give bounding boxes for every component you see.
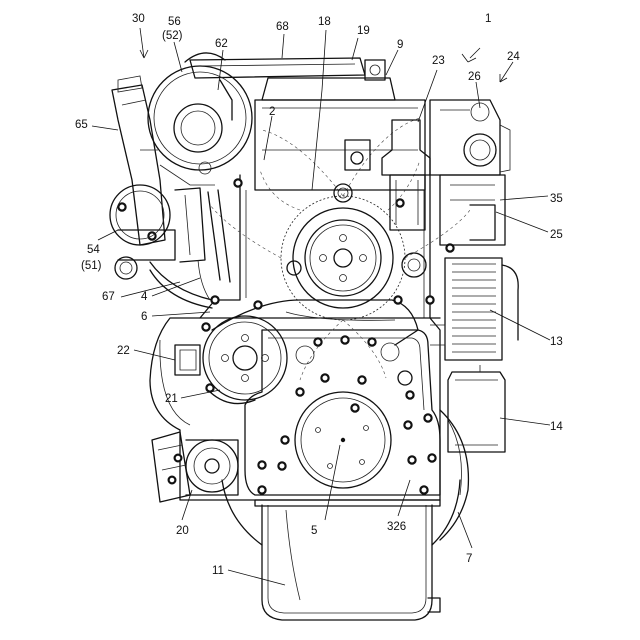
label-13: 13 [550, 336, 563, 348]
egr-valve [430, 100, 510, 175]
egr-cooler [110, 185, 205, 279]
filter-bracket [440, 175, 505, 245]
label-18: 18 [318, 16, 331, 28]
label-62: 62 [215, 38, 228, 50]
label-65: 65 [75, 119, 88, 131]
label-56: 56 [168, 16, 181, 28]
label-35: 35 [550, 193, 563, 205]
label-21: 21 [165, 393, 178, 405]
crank-pulley [295, 392, 391, 488]
label-52: (52) [162, 30, 183, 42]
label-22: 22 [117, 345, 130, 357]
label-14: 14 [550, 421, 563, 433]
turbocharger [148, 53, 252, 185]
label-6: 6 [141, 311, 147, 323]
oil-pan [255, 500, 440, 620]
label-5: 5 [311, 525, 317, 537]
alternator [175, 345, 200, 375]
alternator-pulley [203, 316, 287, 400]
reference-labels: 1 30 56 (52) 68 18 19 62 9 24 23 26 65 2… [75, 13, 563, 577]
bolts [118, 179, 453, 493]
label-68: 68 [276, 21, 289, 33]
starter-motor [152, 432, 238, 502]
label-26: 26 [468, 71, 481, 83]
label-326: 326 [387, 521, 406, 533]
label-20: 20 [176, 525, 189, 537]
gear-case-cover [245, 330, 440, 495]
label-2: 2 [269, 106, 275, 118]
fan-pulley [281, 196, 405, 320]
label-4: 4 [141, 291, 148, 303]
oil-cooler [430, 258, 518, 360]
label-51: (51) [81, 260, 102, 272]
thermostat-housing [382, 120, 430, 230]
label-7: 7 [466, 553, 472, 565]
label-67: 67 [102, 291, 115, 303]
label-11: 11 [212, 565, 224, 577]
label-30: 30 [132, 13, 145, 25]
label-54: 54 [87, 244, 100, 256]
cylinder-head [190, 58, 425, 190]
label-24: 24 [507, 51, 520, 63]
label-9: 9 [397, 39, 403, 51]
label-23: 23 [432, 55, 445, 67]
label-19: 19 [357, 25, 370, 37]
label-25: 25 [550, 229, 563, 241]
idler-pulley [287, 184, 426, 385]
engine-block [150, 175, 440, 500]
label-1: 1 [485, 13, 491, 25]
